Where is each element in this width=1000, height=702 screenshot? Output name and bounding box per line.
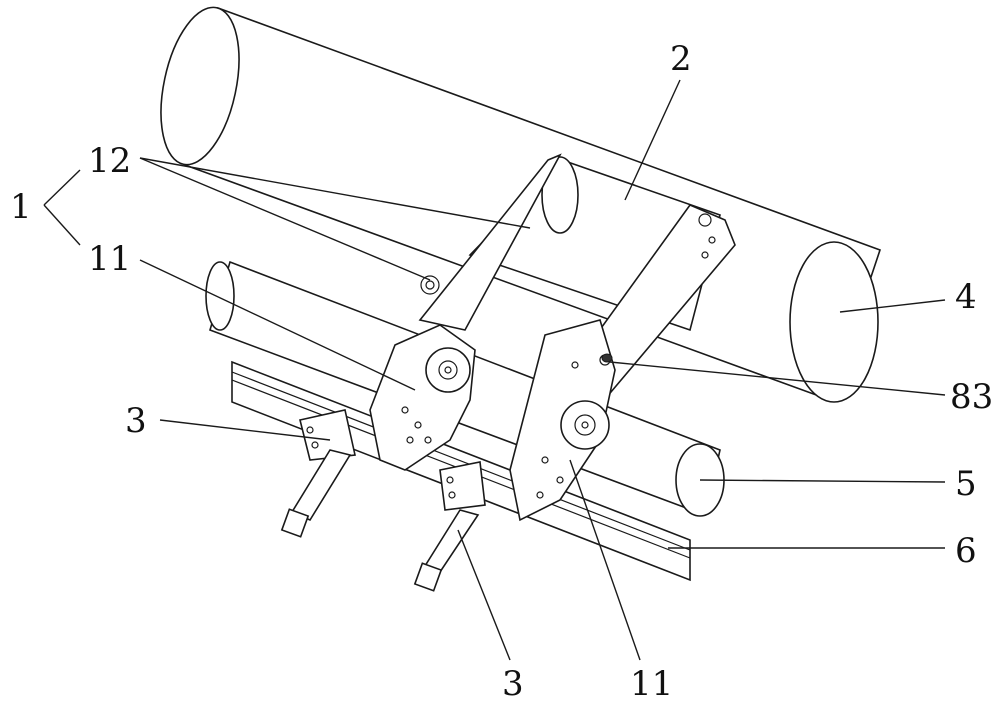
label-4: 4 — [955, 277, 977, 317]
label-11-top: 11 — [88, 239, 131, 279]
label-1: 1 — [10, 187, 32, 227]
label-12: 12 — [88, 141, 131, 181]
label-5: 5 — [955, 464, 977, 504]
pin-83 — [601, 353, 613, 363]
actuator-3-left — [280, 409, 356, 538]
label-2: 2 — [670, 39, 692, 79]
leader-lines — [43, 79, 946, 661]
label-11-bottom: 11 — [630, 664, 673, 702]
bracket-11-right — [509, 319, 616, 522]
actuator-3-right — [413, 461, 486, 592]
label-3-bottom: 3 — [502, 664, 524, 702]
label-6: 6 — [955, 531, 977, 571]
label-3-left: 3 — [125, 401, 147, 441]
label-83: 83 — [950, 377, 993, 417]
bracket-11-left — [369, 324, 476, 471]
